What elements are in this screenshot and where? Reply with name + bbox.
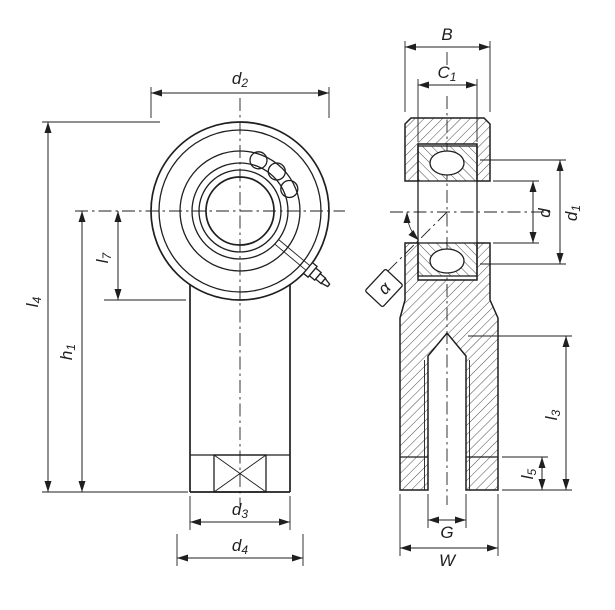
dim-label-l3: l3 [542, 409, 563, 420]
front-view: d2 l7 h1 l4 d3 [23, 69, 345, 566]
staking-ball-icon [280, 179, 299, 199]
dim-label-d2: d2 [232, 69, 248, 90]
dim-h1: h1 [42, 211, 188, 493]
bore-circle [205, 176, 275, 246]
staking-balls [249, 151, 299, 199]
side-view: α B C1 d d1 [365, 25, 583, 570]
front-centerlines [75, 98, 345, 505]
head-inner-circle [158, 129, 322, 293]
dim-d: d [493, 180, 554, 244]
ball-section-top [429, 150, 465, 176]
dim-d1: d1 [480, 159, 583, 265]
dim-label-d4: d4 [232, 536, 248, 557]
dim-l5: l5 [502, 456, 548, 490]
staking-ball-icon [249, 151, 268, 170]
staking-ball-icon [267, 162, 286, 181]
head-outer-circle [150, 121, 330, 301]
dim-l7: l7 [93, 211, 186, 301]
angle-arc [403, 211, 420, 241]
dim-label-d1: d1 [562, 205, 583, 221]
dim-G: G [427, 494, 467, 542]
dim-label-l4: l4 [23, 296, 44, 307]
outer-ring-circle [179, 150, 301, 272]
bearing-head [150, 121, 330, 301]
dim-d3: d3 [189, 496, 291, 530]
dim-W: W [399, 494, 499, 570]
dim-l3: l3 [468, 335, 572, 491]
dim-label-l5: l5 [518, 468, 539, 479]
dim-C1: C1 [417, 63, 478, 142]
dim-label-d3: d3 [232, 500, 248, 521]
lube-passage [274, 239, 311, 271]
ball-section-bottom [429, 248, 465, 274]
dim-l4: l4 [23, 121, 160, 492]
dim-label-W: W [439, 551, 457, 570]
inner-ring-circle [191, 162, 289, 260]
bore-chamfer-circle [198, 169, 282, 253]
dim-B: B [404, 25, 491, 112]
alpha-callout: α [365, 211, 420, 307]
dim-label-G: G [440, 523, 453, 542]
housing-lower-section [399, 242, 499, 491]
wrench-flats-marking [213, 454, 267, 493]
alpha-box [365, 269, 403, 307]
dim-label-d: d [535, 208, 554, 218]
inner-ring-section [417, 145, 478, 277]
dim-label-l7: l7 [93, 251, 114, 263]
internal-thread [400, 360, 498, 490]
dim-d2: d2 [150, 69, 330, 118]
dim-label-h1: h1 [57, 344, 78, 360]
misalignment-axis [382, 211, 448, 277]
dim-label-B: B [441, 25, 452, 44]
dim-label-C1: C1 [438, 63, 457, 84]
dim-d4: d4 [176, 534, 304, 566]
grease-nipple-icon [302, 261, 331, 288]
